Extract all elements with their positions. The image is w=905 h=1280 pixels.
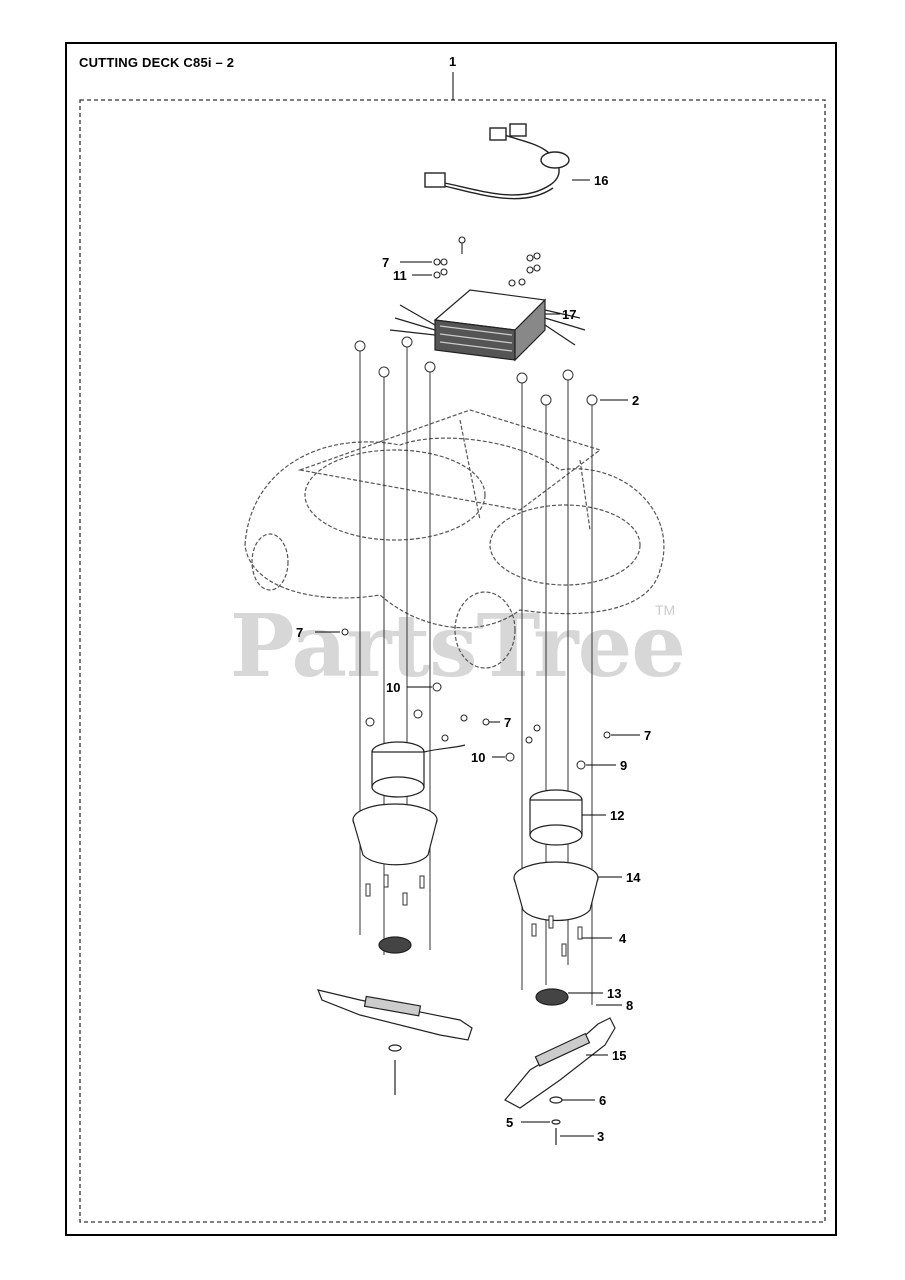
callout-3: 3	[597, 1129, 604, 1144]
top-nuts	[433, 236, 541, 287]
cutting-deck	[244, 409, 665, 669]
callout-7: 7	[296, 625, 303, 640]
callout-10: 10	[471, 750, 485, 765]
assembly-boundary	[79, 99, 826, 1223]
callout-15: 15	[612, 1048, 626, 1063]
right-blade	[504, 1017, 616, 1145]
callout-7: 7	[504, 715, 511, 730]
callout-1: 1	[449, 54, 456, 69]
left-blade	[317, 989, 473, 1095]
callout-16: 16	[594, 173, 608, 188]
wire-harness	[424, 123, 570, 200]
callout-17: 17	[562, 307, 576, 322]
callout-14: 14	[626, 870, 641, 885]
diagram-title: CUTTING DECK C85i – 2	[79, 55, 235, 70]
callout-9: 9	[620, 758, 627, 773]
callout-10: 10	[386, 680, 400, 695]
controller-box	[389, 289, 586, 362]
callout-12: 12	[610, 808, 624, 823]
diagram-frame	[65, 42, 837, 1236]
housing-screws	[365, 874, 583, 957]
callout-8: 8	[626, 998, 633, 1013]
callout-7: 7	[382, 255, 389, 270]
left-motor-assembly	[352, 741, 466, 954]
callout-13: 13	[607, 986, 621, 1001]
callout-7: 7	[644, 728, 651, 743]
right-motor-assembly	[513, 789, 599, 1006]
callout-11: 11	[393, 268, 407, 283]
callout-2: 2	[632, 393, 639, 408]
watermark-trademark: TM	[655, 602, 676, 618]
mid-fasteners	[341, 628, 611, 770]
callout-5: 5	[506, 1115, 513, 1130]
callout-6: 6	[599, 1093, 606, 1108]
callout-4: 4	[619, 931, 627, 946]
